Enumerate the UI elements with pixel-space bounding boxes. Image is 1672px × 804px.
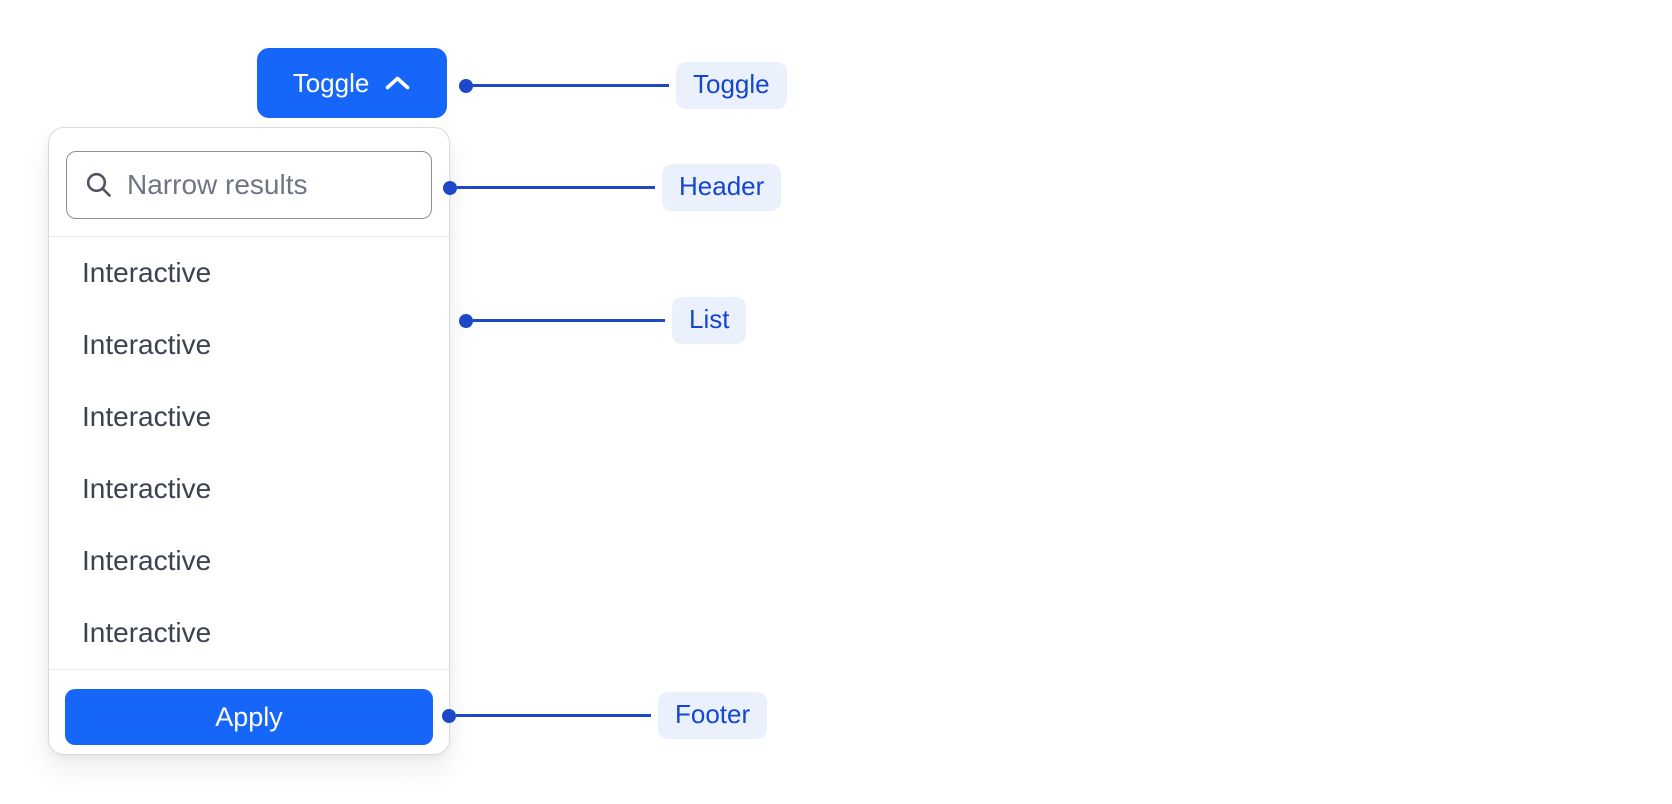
list-item[interactable]: Interactive [82,545,212,576]
callout-footer: Footer [442,692,768,739]
callout-list: List [459,297,747,344]
callout-line [473,84,669,87]
list-item[interactable]: Interactive [82,401,212,432]
search-input[interactable] [127,169,413,201]
apply-button[interactable]: Apply [65,689,433,745]
toggle-button[interactable]: Toggle [257,48,447,118]
search-icon [85,171,113,199]
callout-toggle: Toggle [459,62,787,109]
dropdown-header [49,128,449,237]
callout-dot [459,78,473,93]
dropdown-panel: Interactive Interactive Interactive Inte… [48,127,450,755]
callout-label-toggle: Toggle [676,62,787,109]
callout-label-footer: Footer [658,692,768,739]
callout-label-list: List [672,297,747,344]
toggle-button-label: Toggle [292,67,370,98]
list-item[interactable]: Interactive [82,473,212,504]
callout-dot [459,313,473,328]
list-item[interactable]: Interactive [82,257,212,288]
list-item[interactable]: Interactive [82,617,212,648]
search-box[interactable] [66,151,432,219]
callout-line [456,714,651,717]
dropdown-list: Interactive Interactive Interactive Inte… [49,237,449,669]
callout-label-header: Header [662,164,782,211]
callout-line [457,186,655,189]
list-item[interactable]: Interactive [82,329,212,360]
dropdown-footer: Apply [49,669,449,756]
chevron-up-icon [384,75,411,91]
callout-header: Header [443,164,782,211]
callout-line [473,319,665,322]
